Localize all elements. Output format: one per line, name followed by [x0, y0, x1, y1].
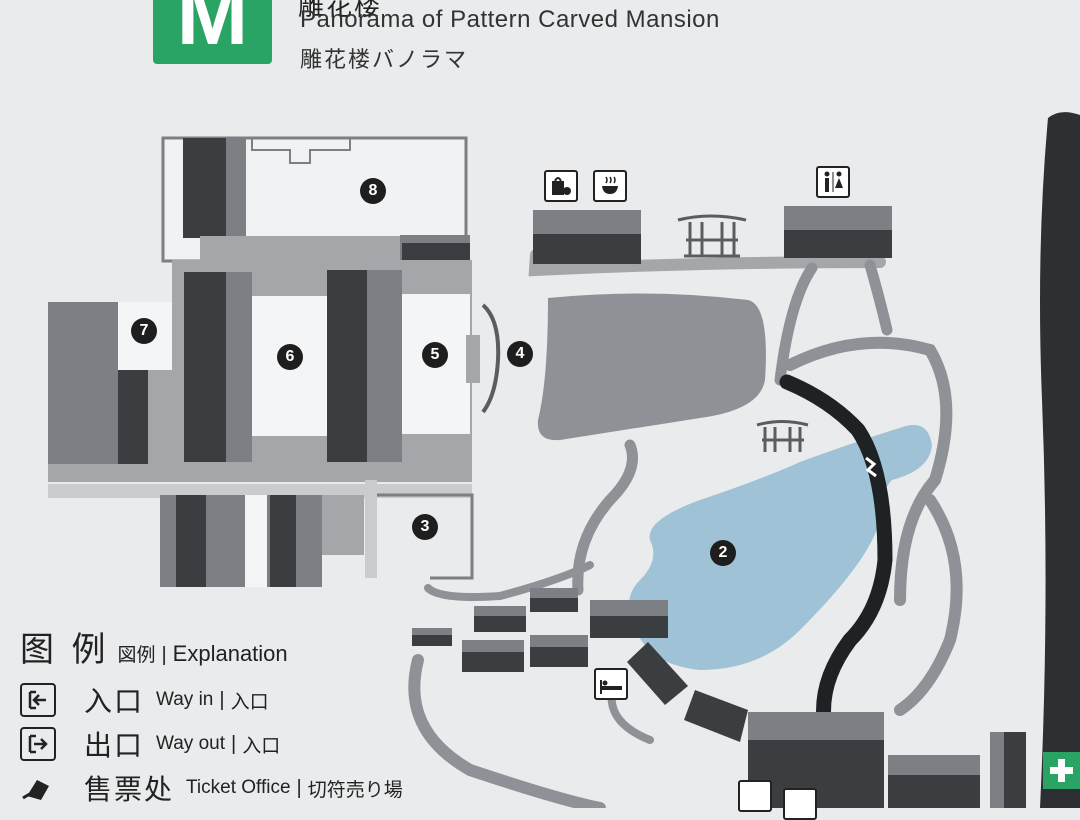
way-in-zh: 入口 [84, 686, 145, 717]
title-en: Panorama of Pattern Carved Mansion [300, 6, 720, 33]
legend-separator: | [231, 732, 237, 755]
badge-letter: M [176, 0, 249, 63]
info-icon [783, 788, 817, 820]
legend-separator: | [161, 644, 167, 666]
way-in-icon [20, 683, 56, 717]
legend-heading: 图 例図例|Explanation [20, 622, 288, 671]
bridge-path [779, 374, 893, 728]
toilet-icon [816, 166, 850, 198]
mansion-complex [48, 136, 501, 587]
pavilion-2 [756, 420, 809, 452]
way-out-en: Way out [156, 733, 226, 754]
hotel-icon [594, 668, 628, 700]
legend-title-jp: 図例 [117, 645, 156, 666]
shop-icon [544, 170, 578, 202]
legend-ticket-office: 售票处 Ticket Office | 切符売り場 [20, 768, 403, 808]
plaza [537, 293, 766, 441]
marker-6: 6 [277, 344, 303, 370]
legend-separator: | [296, 776, 302, 799]
tea-house-icon [593, 170, 627, 202]
legend-title-zh: 图 例 [20, 631, 110, 669]
way-out-jp: 入口 [242, 735, 281, 757]
way-out-zh: 出口 [84, 730, 145, 761]
legend-way-out: 出口 Way out | 入口 [20, 724, 280, 764]
first-aid-icon [1043, 752, 1080, 789]
title-jp: 雕花楼バノラマ [300, 47, 469, 72]
marker-5: 5 [422, 342, 448, 368]
marker-2: 2 [710, 540, 736, 566]
way-in-jp: 入口 [230, 691, 269, 713]
marker-8: 8 [360, 178, 386, 204]
ticket-office-en: Ticket Office [186, 777, 291, 798]
lake [628, 424, 932, 670]
title-cut: 雕花楼 [298, 0, 383, 21]
marker-3: 3 [412, 514, 438, 540]
way-out-icon [20, 727, 56, 761]
marker-7: 7 [131, 318, 157, 344]
metro-badge: M [153, 0, 272, 64]
info-icon [738, 780, 772, 812]
way-in-en: Way in [156, 689, 214, 710]
legend-title-en: Explanation [172, 641, 288, 666]
ticket-office-icon [20, 771, 56, 805]
ticket-office-zh: 售票处 [84, 774, 175, 805]
ticket-office-jp: 切符売り場 [307, 779, 403, 801]
legend-separator: | [219, 688, 225, 711]
legend-way-in: 入口 Way in | 入口 [20, 680, 269, 720]
pavilion-1 [677, 214, 747, 258]
marker-4: 4 [507, 341, 533, 367]
boundary-wall [1040, 112, 1080, 808]
